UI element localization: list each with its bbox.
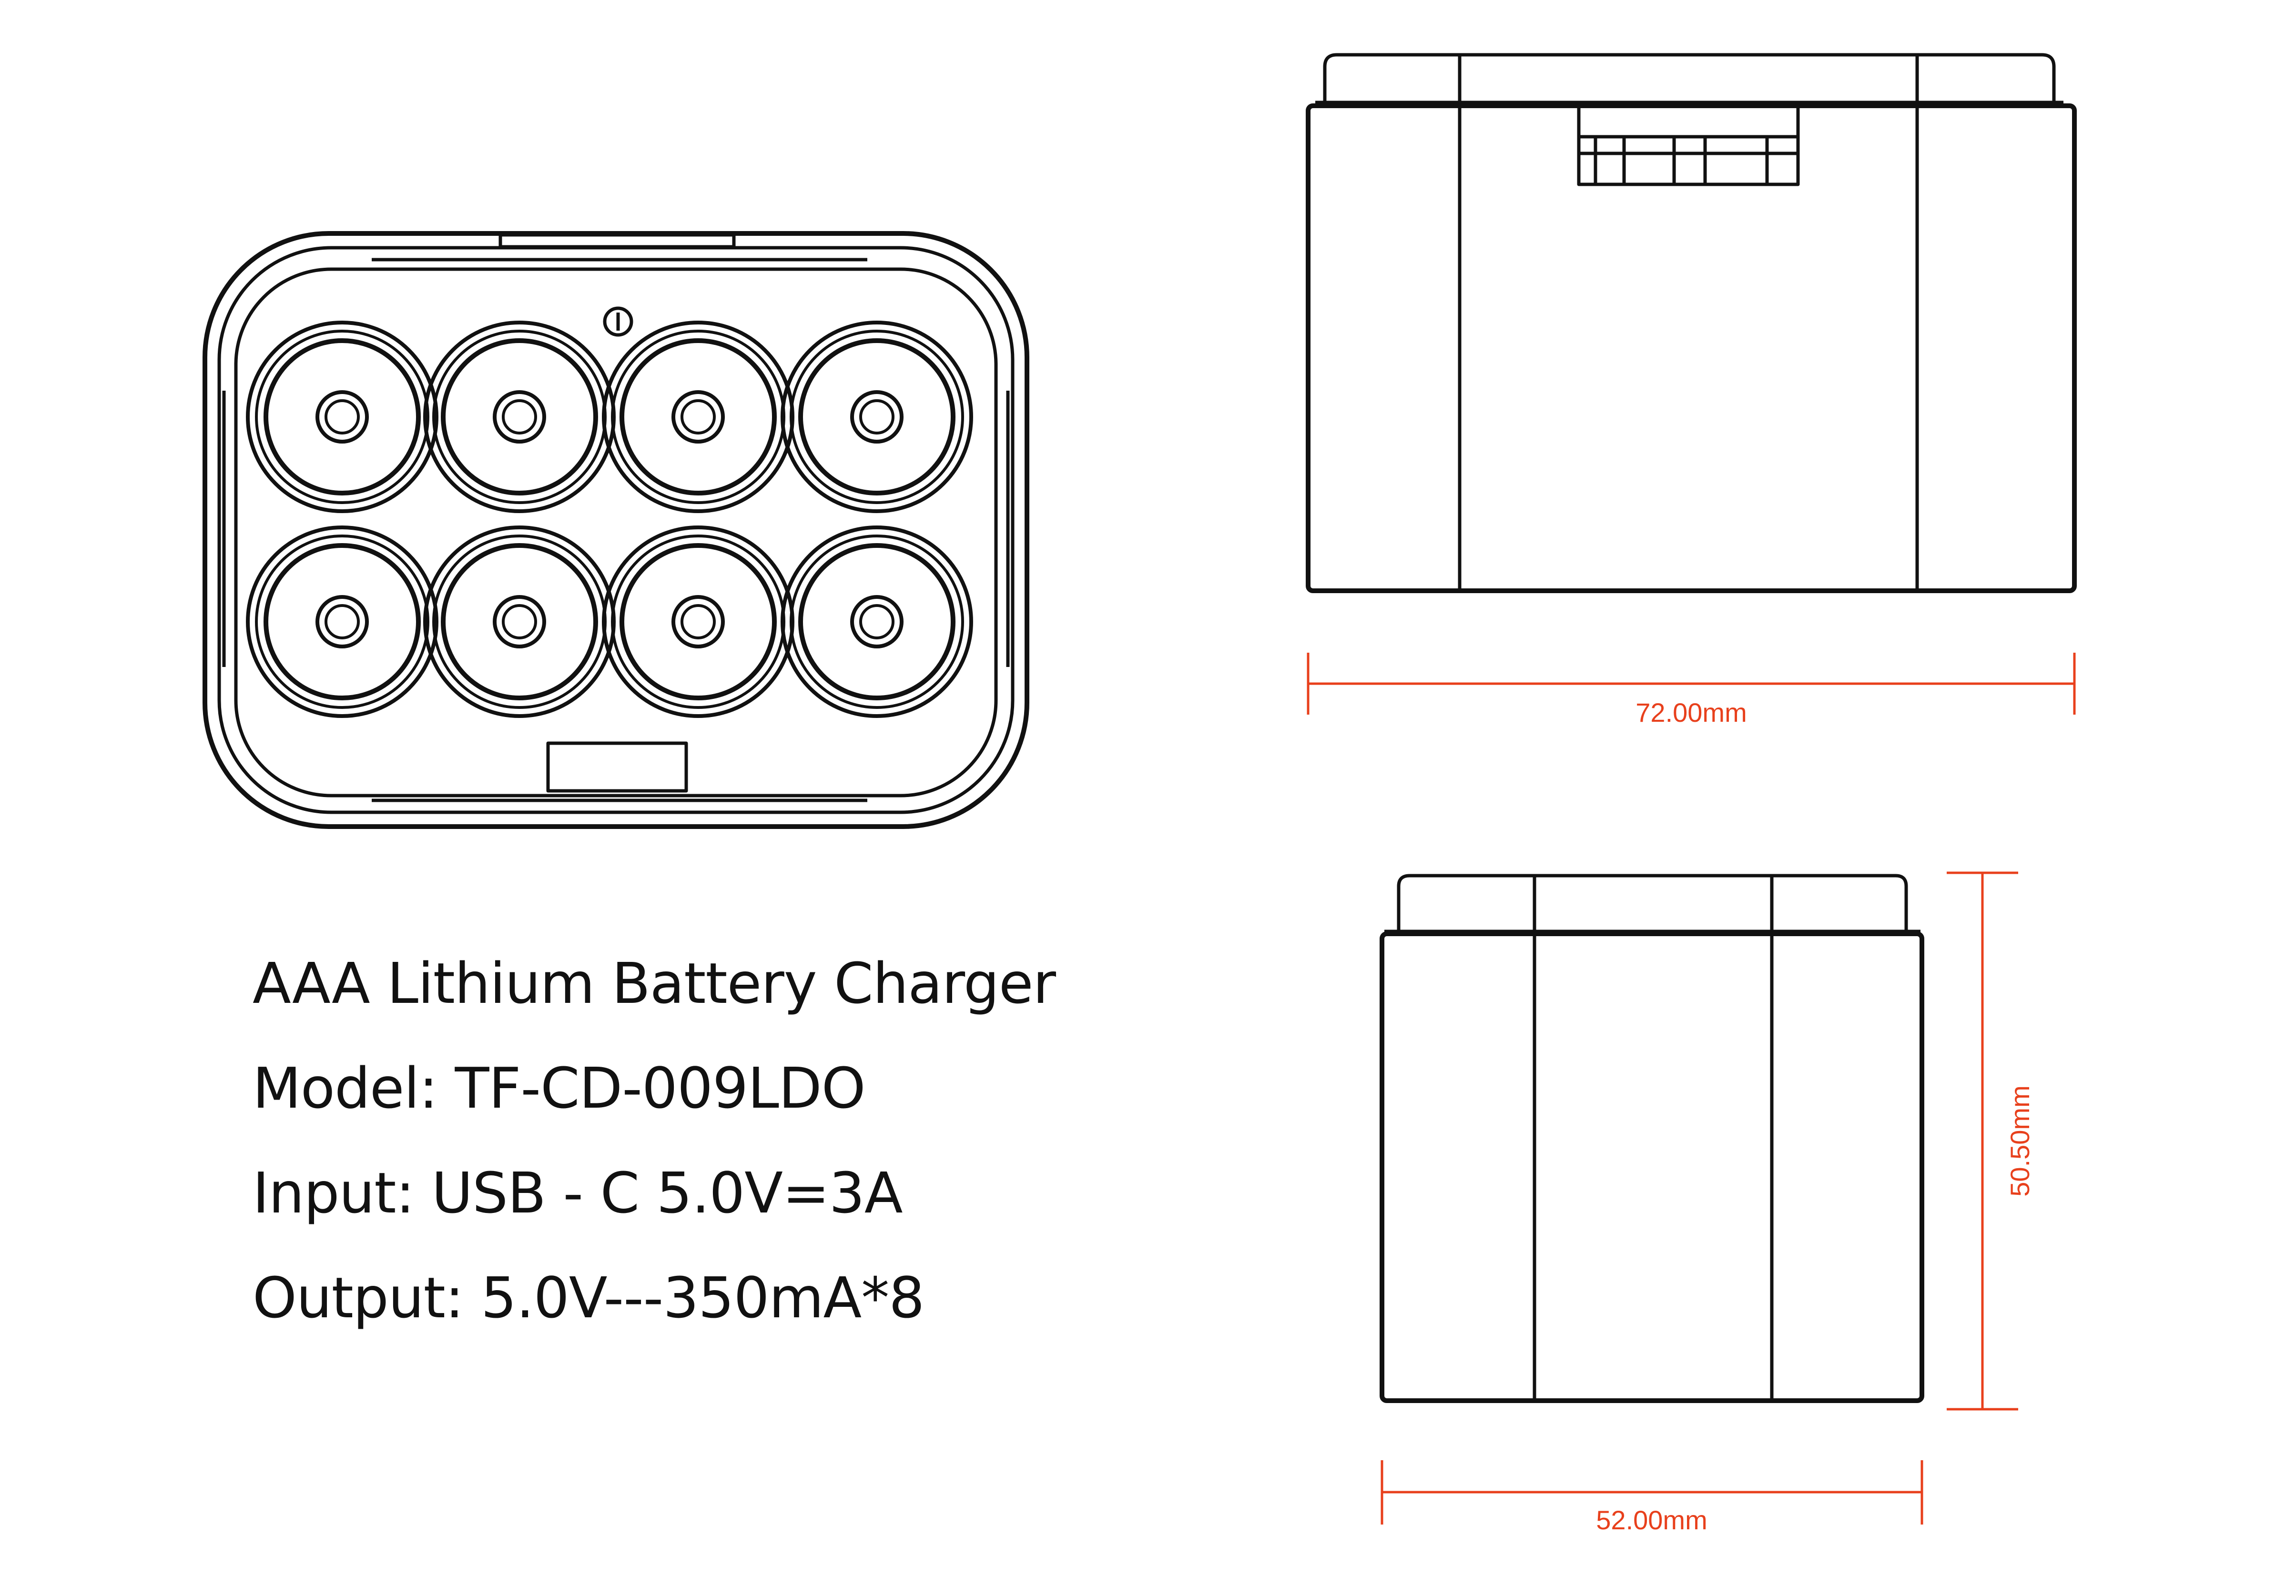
battery-contact-ring: [325, 604, 360, 639]
battery-contact-ring: [325, 399, 360, 434]
battery-slot-8: [781, 525, 973, 718]
battery-contact-ring: [671, 595, 725, 648]
battery-contact-ring: [671, 390, 725, 444]
width-dimension: 72.00mm: [1307, 653, 2076, 727]
battery-slot-1: [246, 321, 438, 513]
model-spec: Model: TF-CD-009LDO: [253, 1055, 866, 1121]
battery-contact-ring: [493, 390, 546, 444]
battery-slot-6: [423, 525, 616, 718]
battery-contact-ring: [502, 604, 537, 639]
front-body: [1306, 103, 2077, 593]
battery-slot-ring: [264, 543, 421, 700]
battery-slot-ring: [611, 330, 785, 504]
usb-c-port: [546, 741, 688, 793]
input-spec: Input: USB - C 5.0V=3A: [253, 1160, 903, 1226]
battery-contact-ring: [681, 604, 716, 639]
depth-dimension: 52.00mm: [1381, 1460, 1923, 1535]
battery-slot-ring: [781, 321, 973, 513]
led-indicator-icon: [603, 306, 633, 337]
battery-slot-ring: [423, 321, 616, 513]
cavity-outline: [234, 267, 998, 798]
battery-slot-ring: [620, 543, 777, 700]
side-view: [1380, 874, 1924, 1403]
battery-slot-ring: [246, 321, 438, 513]
side-body: [1380, 931, 1924, 1403]
battery-contact-ring: [681, 399, 716, 434]
battery-slot-ring: [441, 543, 598, 700]
battery-slot-3: [602, 321, 794, 513]
battery-slot-ring: [611, 535, 785, 709]
battery-slot-7: [602, 525, 794, 718]
battery-slot-ring: [255, 330, 429, 504]
front-lid: [1323, 53, 2056, 102]
battery-slot-ring: [790, 535, 964, 709]
width-dimension-label: 72.00mm: [1636, 697, 1747, 727]
battery-slot-ring: [264, 338, 421, 495]
output-spec: Output: 5.0V---350mA*8: [253, 1265, 924, 1331]
battery-contact-ring: [493, 595, 546, 648]
battery-slot-ring: [798, 338, 955, 495]
battery-slot-ring: [790, 330, 964, 504]
top-view: [203, 231, 1029, 829]
battery-slot-4: [781, 321, 973, 513]
battery-contact-ring: [502, 399, 537, 434]
front-view: [1306, 53, 2077, 593]
battery-slot-ring: [432, 535, 607, 709]
top-latch: [498, 233, 736, 249]
battery-contact-ring: [850, 390, 904, 444]
battery-slot-ring: [423, 525, 616, 718]
battery-slot-ring: [781, 525, 973, 718]
battery-contact-ring: [315, 595, 369, 648]
product-title: AAA Lithium Battery Charger: [253, 950, 1056, 1016]
battery-slot-ring: [602, 525, 794, 718]
battery-slot-5: [246, 525, 438, 718]
battery-slot-ring: [432, 330, 607, 504]
battery-contact-ring: [850, 595, 904, 648]
battery-contact-ring: [315, 390, 369, 444]
depth-dimension-label: 52.00mm: [1596, 1505, 1707, 1535]
battery-slot-2: [423, 321, 616, 513]
side-lid: [1397, 874, 1908, 931]
battery-contact-ring: [859, 399, 894, 434]
battery-slots: [246, 321, 973, 718]
battery-slot-ring: [602, 321, 794, 513]
height-dimension: 50.50mm: [1947, 871, 2035, 1411]
front-clip: [1577, 104, 1800, 186]
battery-slot-ring: [255, 535, 429, 709]
battery-slot-ring: [441, 338, 598, 495]
battery-slot-ring: [620, 338, 777, 495]
battery-slot-ring: [798, 543, 955, 700]
battery-contact-ring: [859, 604, 894, 639]
battery-slot-ring: [246, 525, 438, 718]
height-dimension-label: 50.50mm: [2005, 1085, 2035, 1196]
